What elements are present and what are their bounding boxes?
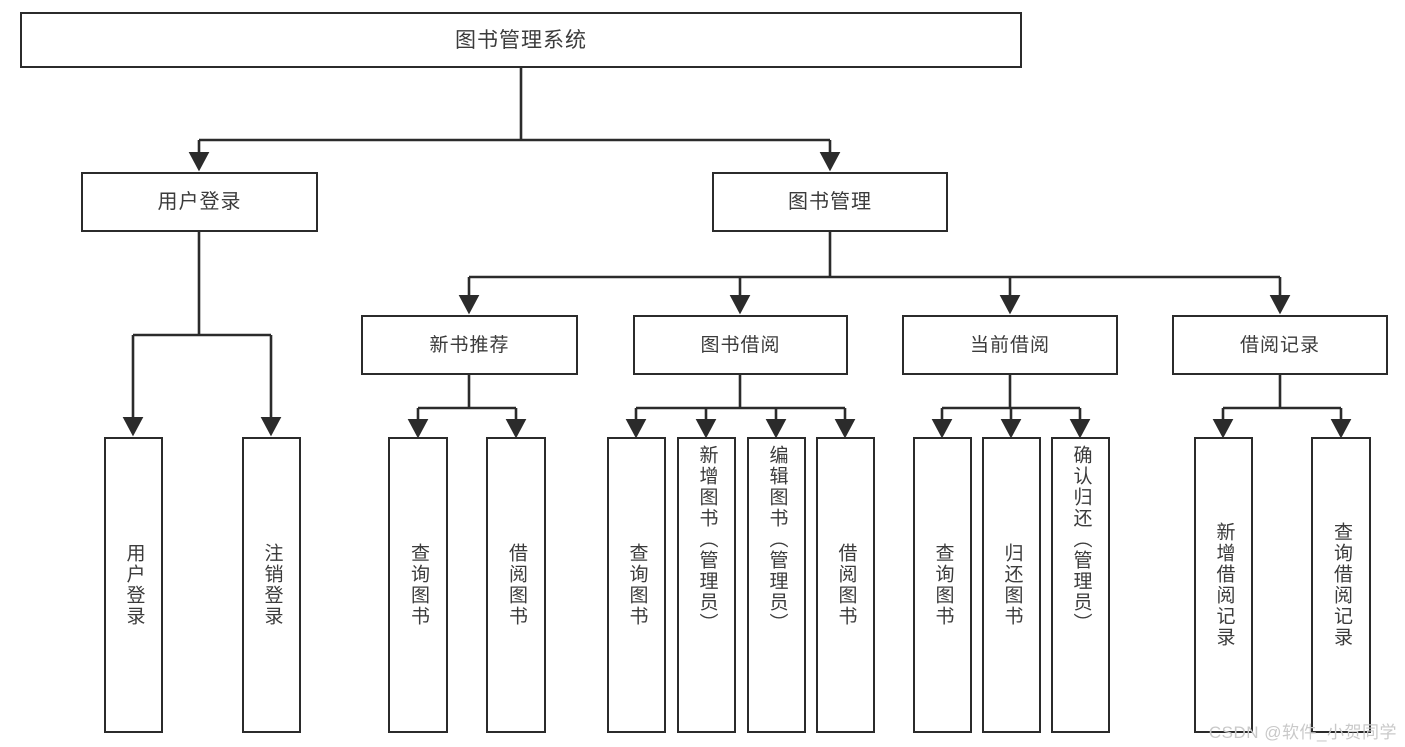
leaf-borrow-book-bb[interactable]: 借阅图书 [816,437,875,733]
node-book-management[interactable]: 图书管理 [712,172,948,232]
node-borrow-record-label: 借阅记录 [1239,334,1320,356]
leaf-add-book-admin-label: 新增图书（管理员） [696,445,718,634]
node-new-book-recommend[interactable]: 新书推荐 [361,315,578,375]
leaf-borrow-book-nb[interactable]: 借阅图书 [486,437,546,733]
leaf-query-borrow-record-label: 查询借阅记录 [1330,522,1352,648]
node-root[interactable]: 图书管理系统 [20,12,1022,68]
leaf-add-borrow-record[interactable]: 新增借阅记录 [1194,437,1253,733]
node-current-borrow-label: 当前借阅 [969,334,1050,356]
leaf-return-book-label: 归还图书 [1001,543,1023,627]
leaf-add-borrow-record-label: 新增借阅记录 [1213,522,1235,648]
leaf-add-book-admin[interactable]: 新增图书（管理员） [677,437,736,733]
leaf-borrow-book-bb-label: 借阅图书 [835,543,857,627]
node-user-login-label: 用户登录 [157,191,242,213]
leaf-query-book-nb[interactable]: 查询图书 [388,437,448,733]
leaf-edit-book-admin-label: 编辑图书（管理员） [766,445,788,634]
csdn-watermark: CSDN @软件_小贺同学 [1208,723,1397,742]
leaf-logout[interactable]: 注销登录 [242,437,301,733]
node-book-borrow[interactable]: 图书借阅 [633,315,848,375]
node-new-book-recommend-label: 新书推荐 [429,334,510,356]
node-book-borrow-label: 图书借阅 [700,334,781,356]
leaf-return-book[interactable]: 归还图书 [982,437,1041,733]
leaf-logout-label: 注销登录 [261,543,283,627]
leaf-borrow-book-nb-label: 借阅图书 [505,543,527,627]
node-book-management-label: 图书管理 [788,191,872,213]
leaf-edit-book-admin[interactable]: 编辑图书（管理员） [747,437,806,733]
leaf-confirm-return-admin-label: 确认归还（管理员） [1070,445,1092,634]
node-borrow-record[interactable]: 借阅记录 [1172,315,1388,375]
leaf-query-book-cb-label: 查询图书 [932,543,954,627]
leaf-user-login[interactable]: 用户登录 [104,437,163,733]
node-root-label: 图书管理系统 [455,28,587,52]
leaf-query-borrow-record[interactable]: 查询借阅记录 [1311,437,1371,733]
node-current-borrow[interactable]: 当前借阅 [902,315,1118,375]
node-user-login[interactable]: 用户登录 [81,172,318,232]
leaf-user-login-label: 用户登录 [123,543,145,627]
leaf-query-book-cb[interactable]: 查询图书 [913,437,972,733]
leaf-query-book-nb-label: 查询图书 [407,543,429,627]
leaf-query-book-bb-label: 查询图书 [626,543,648,627]
leaf-query-book-bb[interactable]: 查询图书 [607,437,666,733]
leaf-confirm-return-admin[interactable]: 确认归还（管理员） [1051,437,1110,733]
